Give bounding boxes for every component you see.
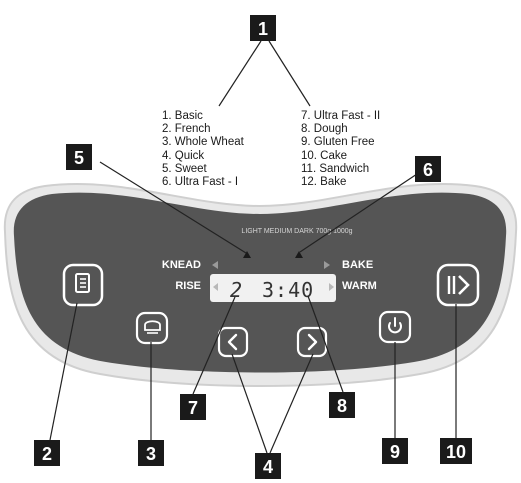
callout-3-label: 3 [146, 444, 156, 464]
rise-label: RISE [175, 280, 201, 292]
program-item: 8. Dough [301, 123, 348, 136]
knead-indicator-icon [212, 261, 218, 269]
program-item: 1. Basic [162, 110, 203, 122]
callout-2-label: 2 [42, 444, 52, 464]
start-pause-button[interactable] [436, 263, 480, 307]
callout-8: 8 [329, 392, 355, 418]
lcd-time: 3:40 [262, 278, 314, 302]
lcd-right-arrow-icon [329, 283, 334, 291]
leader-line-5 [99, 161, 247, 254]
callout-9-label: 9 [390, 442, 400, 462]
program-item: 6. Ultra Fast - I [162, 175, 239, 188]
leader-line-1a [218, 40, 262, 107]
callout-1: 1 [250, 15, 276, 41]
callout-5-label: 5 [74, 148, 84, 168]
program-item: 9. Gluten Free [301, 136, 375, 149]
chevron-left-icon [227, 333, 238, 351]
program-item: 11. Sandwich [301, 162, 370, 175]
lcd-program-number: 2 [230, 278, 242, 302]
callout-6: 6 [415, 156, 441, 182]
program-list-right: 7. Ultra Fast - II 8. Dough 9. Gluten Fr… [301, 110, 380, 189]
callout-2: 2 [34, 440, 60, 466]
callout-3: 3 [138, 440, 164, 466]
callout-8-label: 8 [337, 396, 347, 416]
crust-marker-icon [243, 251, 251, 258]
knead-label: KNEAD [162, 259, 201, 271]
callout-7: 7 [180, 394, 206, 420]
play-pause-icon [447, 275, 470, 295]
loaf-marker-icon [295, 251, 303, 258]
callout-7-label: 7 [188, 398, 198, 418]
menu-icon [75, 273, 90, 293]
leader-line-6 [299, 173, 418, 253]
bake-indicator-icon [324, 261, 330, 269]
program-item: 7. Ultra Fast - II [301, 110, 381, 122]
callout-1-label: 1 [258, 19, 268, 39]
lcd-display [210, 274, 336, 302]
callout-5: 5 [66, 144, 92, 170]
program-item: 12. Bake [301, 175, 347, 188]
callout-6-label: 6 [423, 160, 433, 180]
loaf-icon [144, 320, 161, 334]
program-item: 10. Cake [301, 149, 348, 162]
leader-line-4a [231, 353, 268, 454]
callout-4-label: 4 [263, 457, 273, 477]
bake-label: BAKE [342, 259, 373, 271]
program-item: 5. Sweet [162, 162, 207, 175]
leader-line-1b [268, 40, 311, 107]
leader-lines [49, 40, 457, 454]
warm-label: WARM [342, 280, 377, 292]
callout-10: 10 [440, 438, 472, 464]
leader-line-2 [49, 302, 78, 441]
menu-button[interactable] [62, 263, 104, 307]
leader-line-7 [192, 296, 236, 395]
leader-line-4b [269, 353, 314, 454]
power-icon [388, 317, 402, 334]
callout-4: 4 [255, 453, 281, 479]
lcd-left-arrow-icon [213, 283, 218, 291]
chevron-right-icon [307, 333, 318, 351]
panel-header-text: LIGHT MEDIUM DARK 700g 1000g [241, 228, 352, 235]
callout-9: 9 [382, 438, 408, 464]
program-item: 3. Whole Wheat [162, 136, 244, 149]
leader-line-8 [307, 295, 344, 393]
callout-10-label: 10 [446, 442, 466, 462]
program-item: 2. French [162, 123, 211, 136]
program-item: 4. Quick [162, 149, 205, 162]
program-list-left: 1. Basic 2. French 3. Whole Wheat 4. Qui… [162, 110, 244, 189]
loaf-size-button[interactable] [135, 311, 169, 345]
